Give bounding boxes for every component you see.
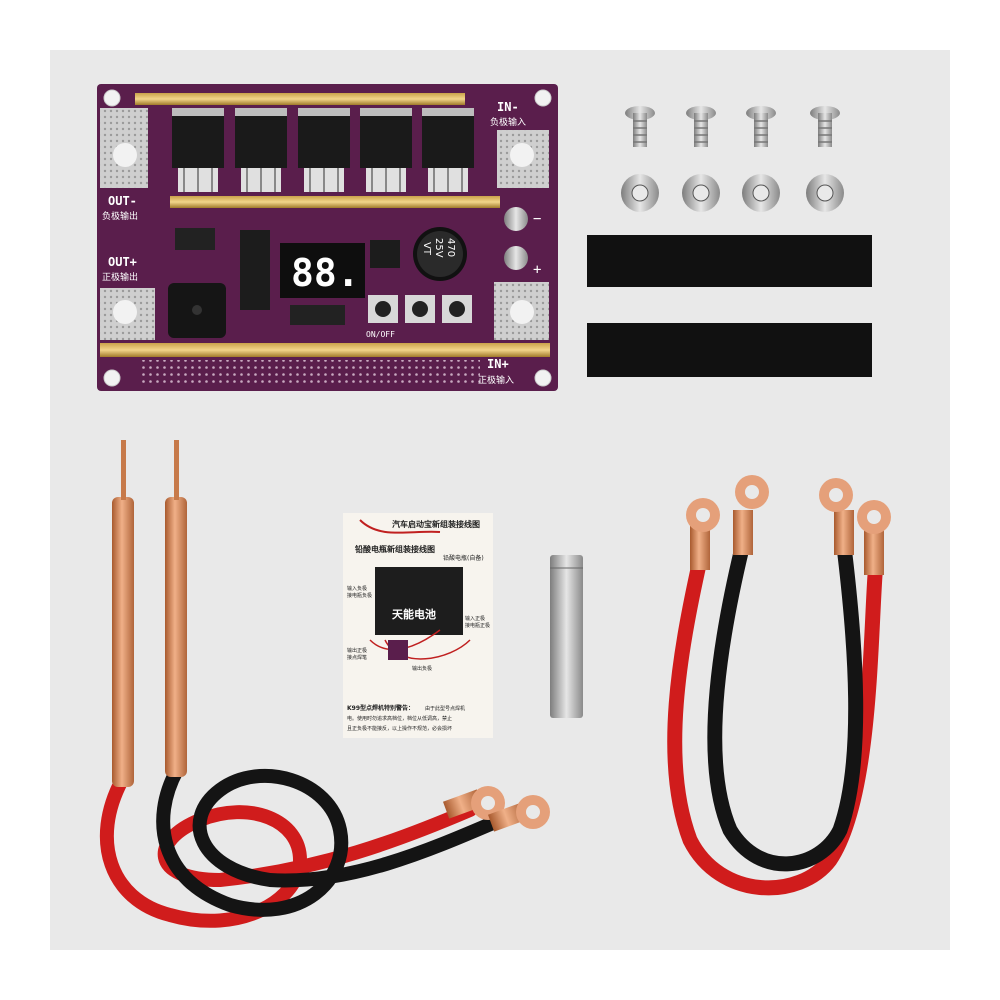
mid-bus-bar bbox=[170, 196, 500, 208]
callout-6: 接点焊笔 bbox=[347, 654, 367, 661]
mount-hole-tr bbox=[534, 89, 552, 107]
nickel-strip-roll bbox=[550, 555, 583, 718]
red-cable-loop bbox=[667, 552, 883, 896]
chip bbox=[175, 228, 215, 250]
washer bbox=[682, 174, 720, 212]
callout-5: 输出正极 bbox=[347, 647, 367, 654]
seven-segment-display bbox=[280, 243, 365, 298]
terminal-hole-tr bbox=[510, 143, 534, 167]
mosfet bbox=[298, 108, 350, 192]
callout-3: 输入正极 bbox=[465, 615, 485, 622]
label-out-minus-cn: 负极输出 bbox=[102, 210, 138, 222]
washer bbox=[742, 174, 780, 212]
mount-hole-bl bbox=[103, 369, 121, 387]
manual-red-wire bbox=[359, 519, 441, 534]
capacitor-value: 470 bbox=[445, 238, 456, 257]
manual-side-note: 铅酸电瓶(自备) bbox=[443, 554, 484, 562]
cable-ring-lug-2 bbox=[733, 475, 769, 555]
cable-ring-lug-1 bbox=[686, 498, 720, 570]
manual-battery-brand: 天能电池 bbox=[392, 607, 436, 621]
manual-warning-line-1: 由于此型号点焊机 bbox=[425, 705, 465, 712]
chip bbox=[290, 305, 345, 325]
callout-4: 接电瓶正极 bbox=[465, 622, 490, 629]
battery-cables bbox=[667, 475, 891, 896]
label-out-minus: OUT- bbox=[108, 194, 137, 208]
tactile-button-2 bbox=[405, 295, 435, 323]
spot-welder-pcb: IN- 负极输入 OUT- 负极输出 OUT+ 正极输出 IN+ 正极输入 88… bbox=[97, 84, 558, 391]
label-out-plus: OUT+ bbox=[108, 255, 137, 269]
welding-pen-1-tip bbox=[121, 440, 126, 500]
welding-pen-2 bbox=[165, 497, 187, 777]
pen-black-cable bbox=[156, 763, 507, 917]
screw bbox=[810, 106, 840, 147]
mount-hole-tl bbox=[103, 89, 121, 107]
manual-board-sketch bbox=[388, 640, 408, 660]
mosfet bbox=[422, 108, 474, 192]
label-in-plus-cn: 正极输入 bbox=[478, 374, 514, 386]
capacitor: 470 25V VT bbox=[413, 227, 467, 281]
mosfet bbox=[360, 108, 412, 192]
tactile-button-3 bbox=[442, 295, 472, 323]
welding-pens bbox=[100, 440, 550, 928]
cable-ring-lug-4 bbox=[857, 500, 891, 575]
label-in-plus: IN+ bbox=[487, 357, 509, 371]
capacitor-series: VT bbox=[421, 242, 432, 256]
terminal-hole-br bbox=[510, 300, 534, 324]
callout-2: 接电瓶负极 bbox=[347, 592, 372, 599]
mosfet bbox=[235, 108, 287, 192]
black-cable-loop bbox=[707, 540, 864, 872]
screw bbox=[746, 106, 776, 147]
capacitor-voltage: 25V bbox=[433, 238, 444, 258]
screws bbox=[625, 106, 840, 147]
callout-7: 输出负极 bbox=[412, 665, 432, 672]
manual-battery bbox=[375, 567, 463, 635]
label-on-off: ON/OFF bbox=[366, 330, 395, 339]
pen-ring-lug-2 bbox=[488, 795, 550, 832]
manual-warning-title: K99型点焊机特别警告： bbox=[347, 704, 414, 712]
manual-warning-line-3: 且正负极不能接反，以上操作不规范，必会损坏 bbox=[347, 725, 452, 732]
display-readout: 88. bbox=[291, 251, 360, 295]
pen-ring-lug-1 bbox=[443, 786, 505, 820]
top-bus-bar bbox=[135, 93, 465, 105]
terminal-hole-bl bbox=[113, 300, 137, 324]
instruction-card: 汽车启动宝新组装接线图 铅酸电瓶新组装接线图 铅酸电瓶(自备) 天能电池 输入负… bbox=[343, 513, 493, 738]
pcb-dot-grid bbox=[140, 360, 480, 386]
heat-shrink-tube-2 bbox=[587, 323, 872, 377]
terminal-plus bbox=[504, 246, 528, 270]
washer bbox=[806, 174, 844, 212]
chip bbox=[240, 230, 270, 310]
washers bbox=[621, 174, 844, 212]
mount-hole-br bbox=[534, 369, 552, 387]
washer bbox=[621, 174, 659, 212]
pen-red-cable bbox=[100, 773, 477, 928]
welding-pen-1 bbox=[112, 497, 134, 787]
buzzer-hole bbox=[192, 305, 202, 315]
manual-warning-line-2: 电。使用时勿追求高档位，档位从低调高，禁止 bbox=[347, 715, 452, 722]
screw bbox=[625, 106, 655, 147]
terminal-minus bbox=[504, 207, 528, 231]
chip bbox=[370, 240, 400, 268]
label-out-plus-cn: 正极输出 bbox=[102, 271, 138, 283]
terminal-minus-sign: − bbox=[533, 211, 541, 227]
label-in-minus-cn: 负极输入 bbox=[490, 116, 526, 128]
cable-ring-lug-3 bbox=[819, 478, 854, 555]
manual-subtitle: 铅酸电瓶新组装接线图 bbox=[354, 544, 435, 554]
heat-shrink-tube-1 bbox=[587, 235, 872, 287]
mosfet-row bbox=[172, 108, 474, 192]
welding-pen-2-tip bbox=[174, 440, 179, 500]
screw bbox=[686, 106, 716, 147]
callout-1: 输入负极 bbox=[347, 585, 367, 592]
mosfet bbox=[172, 108, 224, 192]
terminal-hole-tl bbox=[113, 143, 137, 167]
label-in-minus: IN- bbox=[497, 100, 519, 114]
bottom-bus-bar bbox=[100, 343, 550, 357]
terminal-plus-sign: + bbox=[533, 262, 541, 278]
manual-title: 汽车启动宝新组装接线图 bbox=[392, 519, 480, 529]
tactile-button-1 bbox=[368, 295, 398, 323]
